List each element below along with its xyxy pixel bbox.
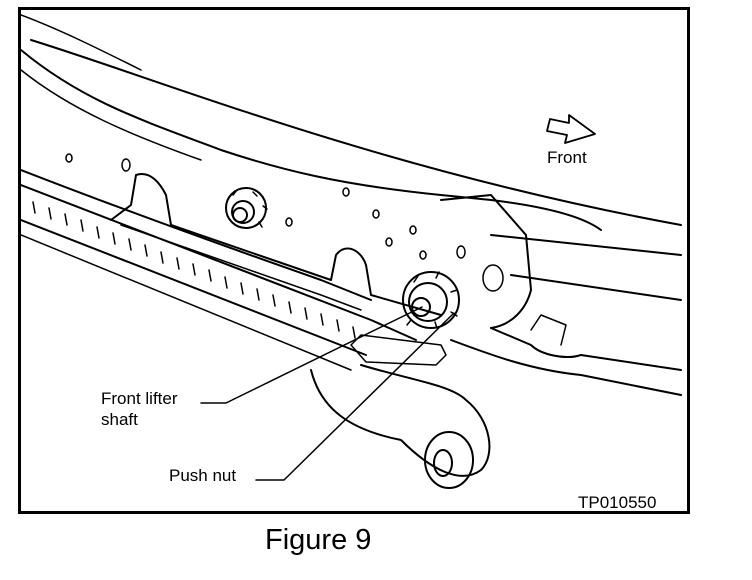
figure-code: TP010550 <box>578 493 657 512</box>
front-lifter-shaft-label-line1: Front lifter <box>101 389 178 408</box>
mounting-holes <box>65 153 504 292</box>
lower-rail-top <box>21 184 417 341</box>
rail-foot-lower <box>450 339 682 396</box>
nut-clip <box>350 334 447 366</box>
front-bracket <box>440 194 532 329</box>
rear-push-nut <box>225 187 268 229</box>
lifter-plate-inner <box>120 224 362 311</box>
push-nut-leader <box>255 312 455 481</box>
rail-slots <box>32 201 356 339</box>
upper-rail-outline <box>21 49 602 231</box>
upper-rail-lower-edge <box>21 169 372 301</box>
link-pivot-outer <box>424 431 474 489</box>
cushion-edge <box>21 14 142 71</box>
push-nut-label: Push nut <box>169 466 237 485</box>
seat-lifter-illustration <box>21 14 682 489</box>
lifter-link <box>310 364 491 477</box>
figure-frame: Front Front lifter shaft Push nut TP0105… <box>18 7 690 514</box>
front-lifter-shaft-leader <box>200 306 423 404</box>
link-pivot-inner <box>433 449 453 477</box>
front-lifter-shaft-label-line2: shaft <box>101 410 138 429</box>
upper-rail-inner <box>21 69 202 161</box>
lower-rail-bottom <box>21 219 367 356</box>
rail-guide <box>530 314 567 346</box>
seat-cushion-outline <box>30 39 682 226</box>
rail-foot <box>490 327 682 371</box>
front-push-nut <box>402 271 460 329</box>
rail-end-lower <box>510 274 682 301</box>
front-arrow-icon <box>546 114 596 144</box>
lifter-plate <box>110 173 442 316</box>
figure-caption: Figure 9 <box>265 524 372 556</box>
rail-end-upper <box>490 234 682 256</box>
front-direction-label: Front <box>547 148 587 167</box>
lower-rail-flange <box>21 234 352 371</box>
